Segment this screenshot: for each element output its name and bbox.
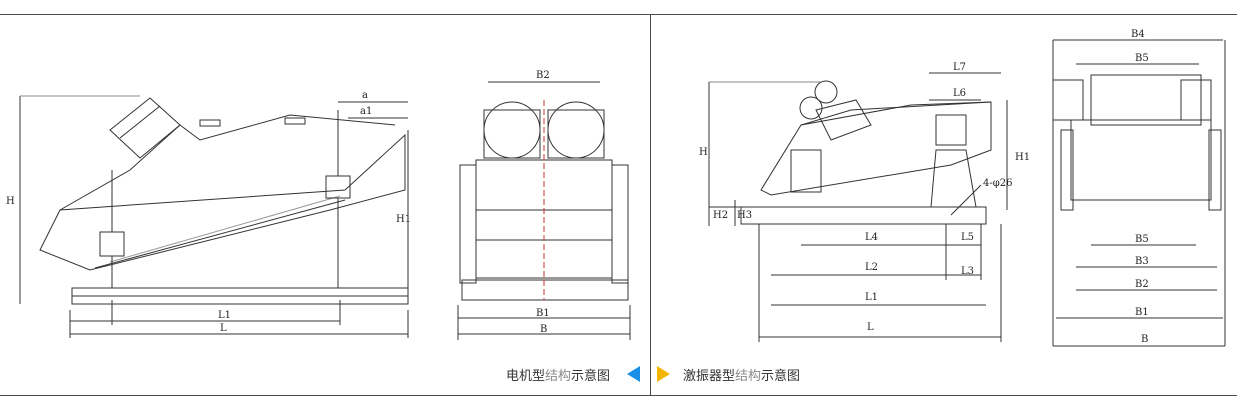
arrow-left-icon[interactable] [627, 366, 640, 382]
caption-exciter-type[interactable]: 激振器型结构示意图 [683, 365, 800, 384]
center-divider [650, 14, 651, 395]
label-a1: a1 [360, 106, 372, 117]
label-B2-mid: B2 [536, 70, 550, 81]
label-a: a [362, 90, 368, 101]
label-L5: L5 [961, 232, 974, 243]
label-hole: 4-φ26 [983, 178, 1012, 189]
label-L-right: L [867, 322, 874, 333]
label-H1: H1 [396, 214, 411, 225]
exciter-side-view-drawing: L7 L6 H H1 H2 H3 4-φ26 L4 L5 L2 L3 L1 L [699, 29, 1226, 347]
label-L3: L3 [961, 266, 974, 277]
label-B-mid: B [540, 324, 547, 335]
label-H1-right: H1 [1015, 152, 1030, 163]
bottom-border [0, 395, 1237, 396]
label-L6: L6 [953, 88, 966, 99]
label-H: H [6, 196, 15, 207]
motor-side-view-drawing: a a1 H H1 L1 L B2 B1 B [6, 70, 631, 340]
label-L4: L4 [865, 232, 878, 243]
label-B5: B5 [1135, 234, 1149, 245]
label-L1-right: L1 [865, 292, 878, 303]
label-L1: L1 [218, 310, 231, 321]
label-B1-far: B1 [1135, 307, 1149, 318]
caption-exciter-suffix: 示意图 [761, 369, 801, 384]
caption-motor-hl: 结构 [545, 369, 572, 384]
caption-motor-suffix: 示意图 [571, 369, 611, 384]
label-H2: H2 [713, 210, 728, 221]
label-B2-far: B2 [1135, 279, 1149, 290]
label-B1-mid: B1 [536, 308, 550, 319]
caption-exciter-hl: 结构 [735, 369, 762, 384]
label-L2: L2 [865, 262, 878, 273]
label-L7: L7 [953, 62, 966, 73]
label-B3: B3 [1135, 256, 1149, 267]
top-border [0, 14, 1237, 15]
label-B5-top: B5 [1135, 53, 1149, 64]
label-H-right: H [699, 147, 708, 158]
label-B-far: B [1141, 334, 1148, 345]
label-B4: B4 [1131, 29, 1145, 40]
arrow-right-icon[interactable] [657, 366, 670, 382]
label-H3: H3 [737, 210, 752, 221]
caption-motor-prefix: 电机型 [506, 369, 546, 384]
label-L: L [220, 323, 227, 334]
caption-exciter-prefix: 激振器型 [683, 369, 736, 384]
caption-motor-type[interactable]: 电机型结构示意图 [506, 365, 610, 384]
